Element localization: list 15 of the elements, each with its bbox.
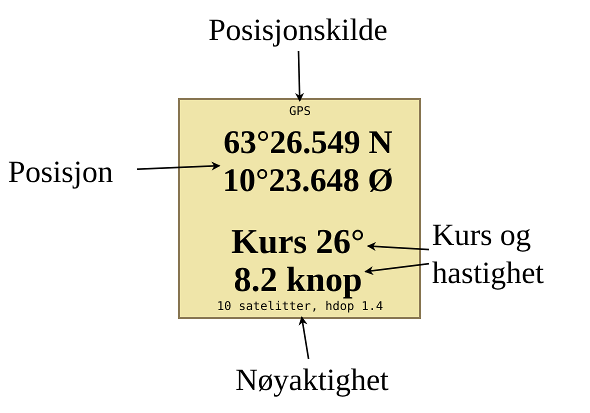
callout-label: Posisjon xyxy=(8,154,114,190)
arrow xyxy=(295,50,304,102)
arrow xyxy=(298,316,310,360)
callout-label: Posisjonskilde xyxy=(207,12,389,48)
speed-text: 8.2 knop xyxy=(234,260,362,300)
arrow xyxy=(366,242,430,251)
accuracy-text: 10 satelitter, hdop 1.4 xyxy=(216,299,384,314)
source-text: GPS xyxy=(289,104,311,119)
arrow xyxy=(136,162,220,171)
position-text: 63°26.549 N 10°23.648 Ø xyxy=(222,124,394,200)
arrow xyxy=(364,262,430,276)
callout-label: Kurs og hastighet xyxy=(432,216,545,292)
gps-display-panel xyxy=(178,98,421,319)
course-text: Kurs 26° xyxy=(231,222,365,262)
callout-label: Nøyaktighet xyxy=(234,362,390,398)
